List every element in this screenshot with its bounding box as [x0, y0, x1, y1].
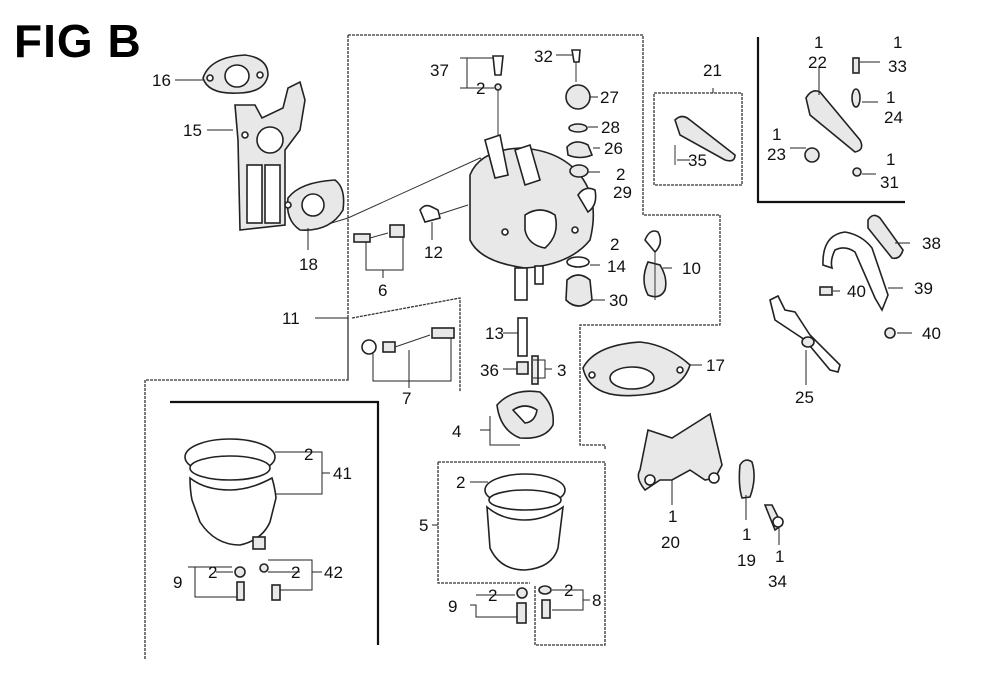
part-tube-25: [769, 294, 841, 373]
part-insulator-15: [234, 80, 306, 231]
callout-36: 36: [480, 361, 499, 380]
group-outlines: [144, 34, 905, 660]
callout-27: 27: [600, 88, 619, 107]
callout-32: 32: [534, 47, 553, 66]
callout-24: 24: [884, 108, 903, 127]
callout-12: 12: [424, 243, 443, 262]
callout-9b-qty: 2: [488, 586, 497, 605]
callout-37-qty: 2: [476, 79, 485, 98]
leader-lines: [175, 54, 912, 618]
part-gasket-17: [582, 341, 691, 397]
callout-labels: 16 15 18 37 2 32 27 28 26 2 29 12 6 11 2…: [152, 33, 941, 616]
callout-15: 15: [183, 121, 202, 140]
callout-25: 25: [795, 388, 814, 407]
callout-18: 18: [299, 255, 318, 274]
callout-9b: 9: [448, 597, 457, 616]
callout-14-qty: 2: [610, 235, 619, 254]
callout-14: 14: [607, 257, 626, 276]
callout-22: 22: [808, 53, 827, 72]
box-21: [653, 92, 743, 186]
box-pilot-screw-set: [351, 297, 461, 392]
callout-33-qty: 1: [893, 33, 902, 52]
part-carburetor-body: [469, 133, 597, 301]
callout-17: 17: [706, 356, 725, 375]
part-float-4: [496, 390, 555, 440]
part-lever-21: [674, 115, 736, 165]
callout-42: 42: [324, 563, 343, 582]
part-bolts-9-42-left: [234, 563, 281, 601]
part-gasket-16: [202, 54, 269, 95]
box-float-chamber-5-left: [437, 462, 530, 584]
callout-9a-qty: 2: [208, 563, 217, 582]
part-screw-37: [492, 55, 504, 135]
callout-39: 39: [914, 279, 933, 298]
part-clip-19-screw-34: [738, 459, 784, 532]
callout-8: 8: [592, 591, 601, 610]
callout-41-qty: 2: [304, 445, 313, 464]
part-float-valve-14-30: [565, 256, 593, 307]
callout-20-qty: 1: [668, 507, 677, 526]
callout-40a: 40: [847, 282, 866, 301]
callout-20: 20: [661, 533, 680, 552]
callout-19-qty: 1: [742, 525, 751, 544]
callout-30: 30: [609, 291, 628, 310]
callout-5-qty: 2: [456, 473, 465, 492]
callout-23: 23: [767, 145, 786, 164]
callout-29-qty: 2: [616, 165, 625, 184]
callout-42-qty: 2: [291, 563, 300, 582]
callout-40b: 40: [922, 324, 941, 343]
part-bracket-20: [637, 412, 723, 492]
callout-10: 10: [682, 259, 701, 278]
part-gasket-18: [284, 179, 345, 231]
box-float-chamber-5: [438, 461, 606, 646]
callout-19: 19: [737, 551, 756, 570]
callout-41: 41: [333, 464, 352, 483]
box-float-chamber-41: [170, 400, 380, 645]
callout-33: 33: [888, 57, 907, 76]
part-hoses-38-39-40: [819, 214, 904, 339]
callout-13: 13: [485, 324, 504, 343]
box-carburetor-assembly: [144, 34, 721, 660]
figure-title: FIG B: [14, 15, 142, 67]
box-lever-group: [756, 37, 905, 204]
part-float-10: [643, 230, 667, 300]
callout-28: 28: [601, 118, 620, 137]
part-stack-27-29: [565, 49, 594, 178]
callout-34-qty: 1: [775, 547, 784, 566]
callout-7: 7: [402, 389, 411, 408]
callout-23-qty: 1: [772, 125, 781, 144]
leader-18-carb: [324, 157, 491, 226]
part-float-chamber-5: [484, 473, 566, 571]
callout-24-qty: 1: [886, 88, 895, 107]
callout-37: 37: [430, 61, 449, 80]
callout-6: 6: [378, 281, 387, 300]
callout-31-qty: 1: [886, 150, 895, 169]
callout-8-qty: 2: [564, 581, 573, 600]
callout-11: 11: [282, 309, 300, 328]
callout-31: 31: [880, 173, 899, 192]
callout-35: 35: [688, 151, 707, 170]
callout-9a: 9: [173, 573, 182, 592]
callout-38: 38: [922, 234, 941, 253]
callout-3: 3: [557, 361, 566, 380]
callout-4: 4: [452, 422, 461, 441]
parts-art: [184, 49, 904, 624]
part-pilot-screw-7: [361, 327, 455, 355]
part-jets-13-36-3: [516, 317, 539, 385]
callout-22-qty: 1: [814, 33, 823, 52]
part-float-chamber-41: [184, 438, 277, 550]
part-bolts-9-8-right: [516, 585, 552, 624]
part-lever-group: [804, 57, 863, 177]
callout-29: 29: [613, 183, 632, 202]
callout-16: 16: [152, 71, 171, 90]
callout-21: 21: [703, 61, 722, 80]
callout-34: 34: [768, 572, 787, 591]
callout-26: 26: [604, 139, 623, 158]
callout-5: 5: [419, 516, 428, 535]
part-screws-12-6: [353, 204, 469, 243]
